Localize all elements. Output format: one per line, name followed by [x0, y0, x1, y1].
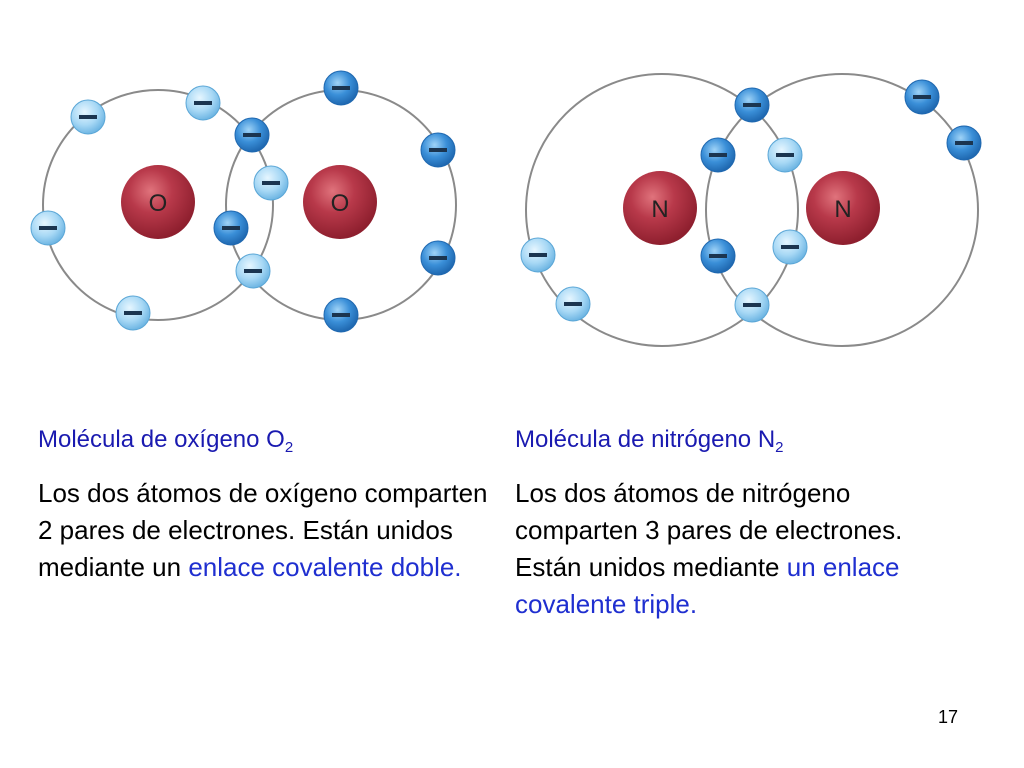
- electron-icon: [700, 137, 736, 173]
- oxygen-nucleus-1-label: O: [149, 190, 168, 217]
- oxygen-title-subscript: 2: [284, 439, 294, 456]
- oxygen-nucleus-2: [303, 165, 377, 239]
- electron-icon: [946, 125, 982, 161]
- nitrogen-nucleus-1-label: N: [651, 196, 668, 223]
- nitrogen-orbit-1: [525, 73, 799, 347]
- electron-icon: [185, 85, 221, 121]
- electron-icon: [555, 286, 591, 322]
- nitrogen-nucleus-1: [623, 171, 697, 245]
- oxygen-description-text: Los dos átomos de oxígeno comparten 2 pa…: [38, 478, 488, 582]
- nitrogen-nucleus-2: [806, 171, 880, 245]
- electron-icon: [734, 287, 770, 323]
- page-number: 17: [938, 707, 959, 727]
- electron-icon: [772, 229, 808, 265]
- nitrogen-molecule: N N: [520, 73, 982, 347]
- nitrogen-nucleus-2-label: N: [834, 196, 851, 223]
- oxygen-bond-highlight: enlace covalente doble.: [188, 552, 462, 582]
- oxygen-description: Los dos átomos de oxígeno comparten 2 pa…: [38, 475, 488, 586]
- molecule-diagram: O O N N: [30, 70, 982, 347]
- electron-icon: [30, 210, 66, 246]
- electron-icon: [234, 117, 270, 153]
- electron-icon: [420, 240, 456, 276]
- electron-icon: [767, 137, 803, 173]
- oxygen-title-text: Molécula de oxígeno O: [38, 426, 285, 453]
- electron-icon: [115, 295, 151, 331]
- nitrogen-title: Molécula de nitrógeno N2: [515, 425, 965, 463]
- oxygen-nucleus-2-label: O: [331, 190, 350, 217]
- nitrogen-description: Los dos átomos de nitrógeno comparten 3 …: [515, 475, 965, 623]
- oxygen-title: Molécula de oxígeno O2: [38, 425, 488, 463]
- nitrogen-caption: Molécula de nitrógeno N2 Los dos átomos …: [515, 425, 965, 623]
- oxygen-molecule: O O: [30, 70, 457, 333]
- electron-icon: [213, 210, 249, 246]
- electron-icon: [700, 238, 736, 274]
- electron-icon: [904, 79, 940, 115]
- nitrogen-title-subscript: 2: [775, 439, 784, 456]
- electron-icon: [235, 253, 271, 289]
- electron-icon: [70, 99, 106, 135]
- nitrogen-orbit-2: [705, 73, 979, 347]
- oxygen-orbit-1: [42, 89, 274, 321]
- electron-icon: [323, 70, 359, 106]
- electron-icon: [323, 297, 359, 333]
- electron-icon: [420, 132, 456, 168]
- electron-icon: [734, 87, 770, 123]
- nitrogen-title-text: Molécula de nitrógeno N: [515, 426, 776, 453]
- electron-icon: [520, 237, 556, 273]
- oxygen-nucleus-1: [121, 165, 195, 239]
- nitrogen-bond-highlight: un enlace covalente triple.: [515, 552, 900, 619]
- oxygen-electrons: [30, 70, 456, 333]
- oxygen-caption: Molécula de oxígeno O2 Los dos átomos de…: [38, 425, 488, 586]
- nitrogen-electrons: [520, 79, 982, 323]
- nitrogen-description-text: Los dos átomos de nitrógeno comparten 3 …: [515, 478, 903, 582]
- electron-icon: [253, 165, 289, 201]
